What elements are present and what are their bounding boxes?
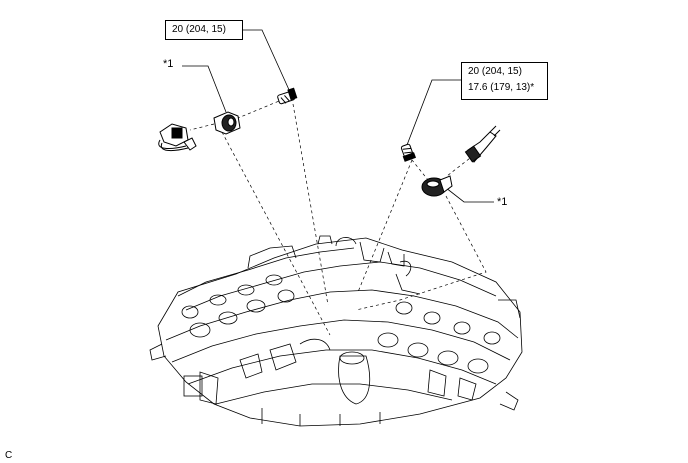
- dash-right-bolt-to-engine: [357, 159, 413, 293]
- dash-right-bolt-to-sensor: [407, 154, 429, 181]
- torque-value: 20 (204, 15): [468, 66, 522, 77]
- dash-left-sensor-to-connector: [189, 123, 215, 131]
- engine-block: [149, 235, 523, 427]
- torque-spec-right: 20 (204, 15) 17.6 (179, 13)*: [461, 62, 548, 100]
- callout-right-knock-sensor: *1: [497, 196, 508, 208]
- dash-left-bolt-to-engine: [292, 103, 329, 306]
- torque-value: 20 (204, 15): [172, 24, 226, 35]
- leader-right-callout: [440, 183, 494, 203]
- dash-right-sensor-to-engine: [355, 195, 487, 311]
- figure-code: C: [5, 450, 13, 461]
- left-bolt: [277, 87, 298, 105]
- right-connector: [464, 125, 501, 163]
- dash-left-bolt-to-sensor: [237, 98, 285, 119]
- right-bolt: [400, 143, 417, 162]
- leader-right-torque: [406, 79, 463, 146]
- projection-lines: [189, 98, 487, 336]
- leader-left-callout: [182, 65, 227, 113]
- right-knock-sensor: [421, 175, 453, 197]
- callout-left-knock-sensor: *1: [163, 58, 174, 70]
- left-connector-harness: [158, 123, 197, 152]
- left-knock-sensor: [213, 111, 241, 135]
- dash-left-sensor-to-engine: [221, 131, 331, 336]
- torque-spec-left: 20 (204, 15): [165, 20, 243, 40]
- torque-value-alt: 17.6 (179, 13)*: [468, 82, 535, 93]
